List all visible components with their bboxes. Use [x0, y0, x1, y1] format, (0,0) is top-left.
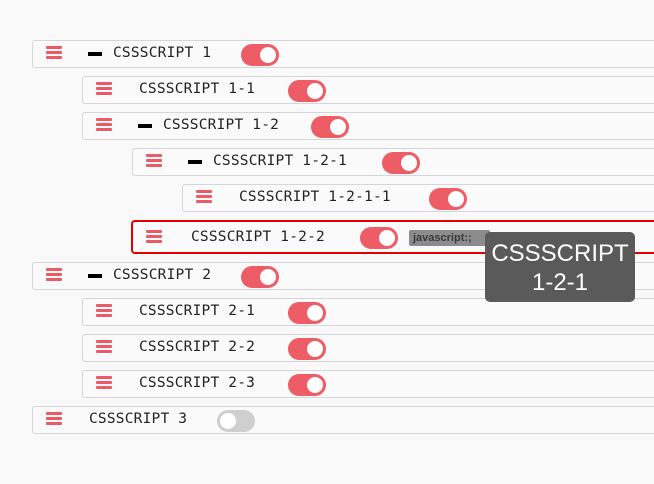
list-item-cssscript-2-2[interactable]: CSSSCRIPT 2-2 [82, 334, 654, 362]
enable-toggle[interactable] [288, 80, 326, 102]
list-item-cssscript-2-1[interactable]: CSSSCRIPT 2-1 [82, 298, 654, 326]
enable-toggle[interactable] [241, 266, 279, 288]
tooltip-line-1: CSSSCRIPT [491, 240, 629, 267]
list-item-cssscript-1-1[interactable]: CSSSCRIPT 1-1 [82, 76, 654, 104]
item-label: CSSSCRIPT 2-2 [139, 339, 256, 355]
drag-handle-icon[interactable] [46, 412, 62, 426]
list-item-cssscript-3[interactable]: CSSSCRIPT 3 [32, 406, 654, 434]
drag-handle-icon[interactable] [146, 154, 162, 168]
item-label: CSSSCRIPT 2-1 [139, 303, 256, 319]
enable-toggle[interactable] [288, 302, 326, 324]
list-item-cssscript-2-3[interactable]: CSSSCRIPT 2-3 [82, 370, 654, 398]
enable-toggle[interactable] [217, 410, 255, 432]
drag-handle-icon[interactable] [96, 340, 112, 354]
enable-toggle[interactable] [382, 152, 420, 174]
enable-toggle[interactable] [360, 227, 398, 249]
item-label: CSSSCRIPT 1-2-1 [213, 153, 347, 169]
tooltip-line-2: 1-2-1 [531, 269, 589, 296]
link-url-badge: javascript:; [409, 230, 490, 246]
item-label: CSSSCRIPT 1-2-2 [191, 229, 325, 245]
collapse-icon[interactable] [88, 274, 102, 278]
drag-handle-icon[interactable] [96, 118, 112, 132]
drag-handle-icon[interactable] [46, 46, 62, 60]
list-item-cssscript-1-2-1-1[interactable]: CSSSCRIPT 1-2-1-1 [182, 184, 654, 212]
item-label: CSSSCRIPT 1-1 [139, 81, 256, 97]
drag-handle-icon[interactable] [96, 82, 112, 96]
enable-toggle[interactable] [241, 44, 279, 66]
list-item-cssscript-1[interactable]: CSSSCRIPT 1 [32, 40, 654, 68]
enable-toggle[interactable] [288, 338, 326, 360]
item-label: CSSSCRIPT 2-3 [139, 375, 256, 391]
list-item-cssscript-1-2[interactable]: CSSSCRIPT 1-2 [82, 112, 654, 140]
item-label: CSSSCRIPT 3 [89, 411, 188, 427]
hover-tooltip: CSSSCRIPT 1-2-1 [485, 232, 635, 302]
collapse-icon[interactable] [88, 52, 102, 56]
item-label: CSSSCRIPT 1 [113, 45, 212, 61]
drag-handle-icon[interactable] [96, 376, 112, 390]
collapse-icon[interactable] [138, 124, 152, 128]
drag-handle-icon[interactable] [46, 268, 62, 282]
drag-handle-icon[interactable] [96, 304, 112, 318]
drag-handle-icon[interactable] [146, 230, 162, 244]
list-item-cssscript-1-2-1[interactable]: CSSSCRIPT 1-2-1 [132, 148, 654, 176]
drag-handle-icon[interactable] [196, 190, 212, 204]
enable-toggle[interactable] [288, 374, 326, 396]
enable-toggle[interactable] [429, 188, 467, 210]
item-label: CSSSCRIPT 2 [113, 267, 212, 283]
collapse-icon[interactable] [188, 160, 202, 164]
item-label: CSSSCRIPT 1-2 [163, 117, 280, 133]
enable-toggle[interactable] [311, 116, 349, 138]
item-label: CSSSCRIPT 1-2-1-1 [239, 189, 391, 205]
